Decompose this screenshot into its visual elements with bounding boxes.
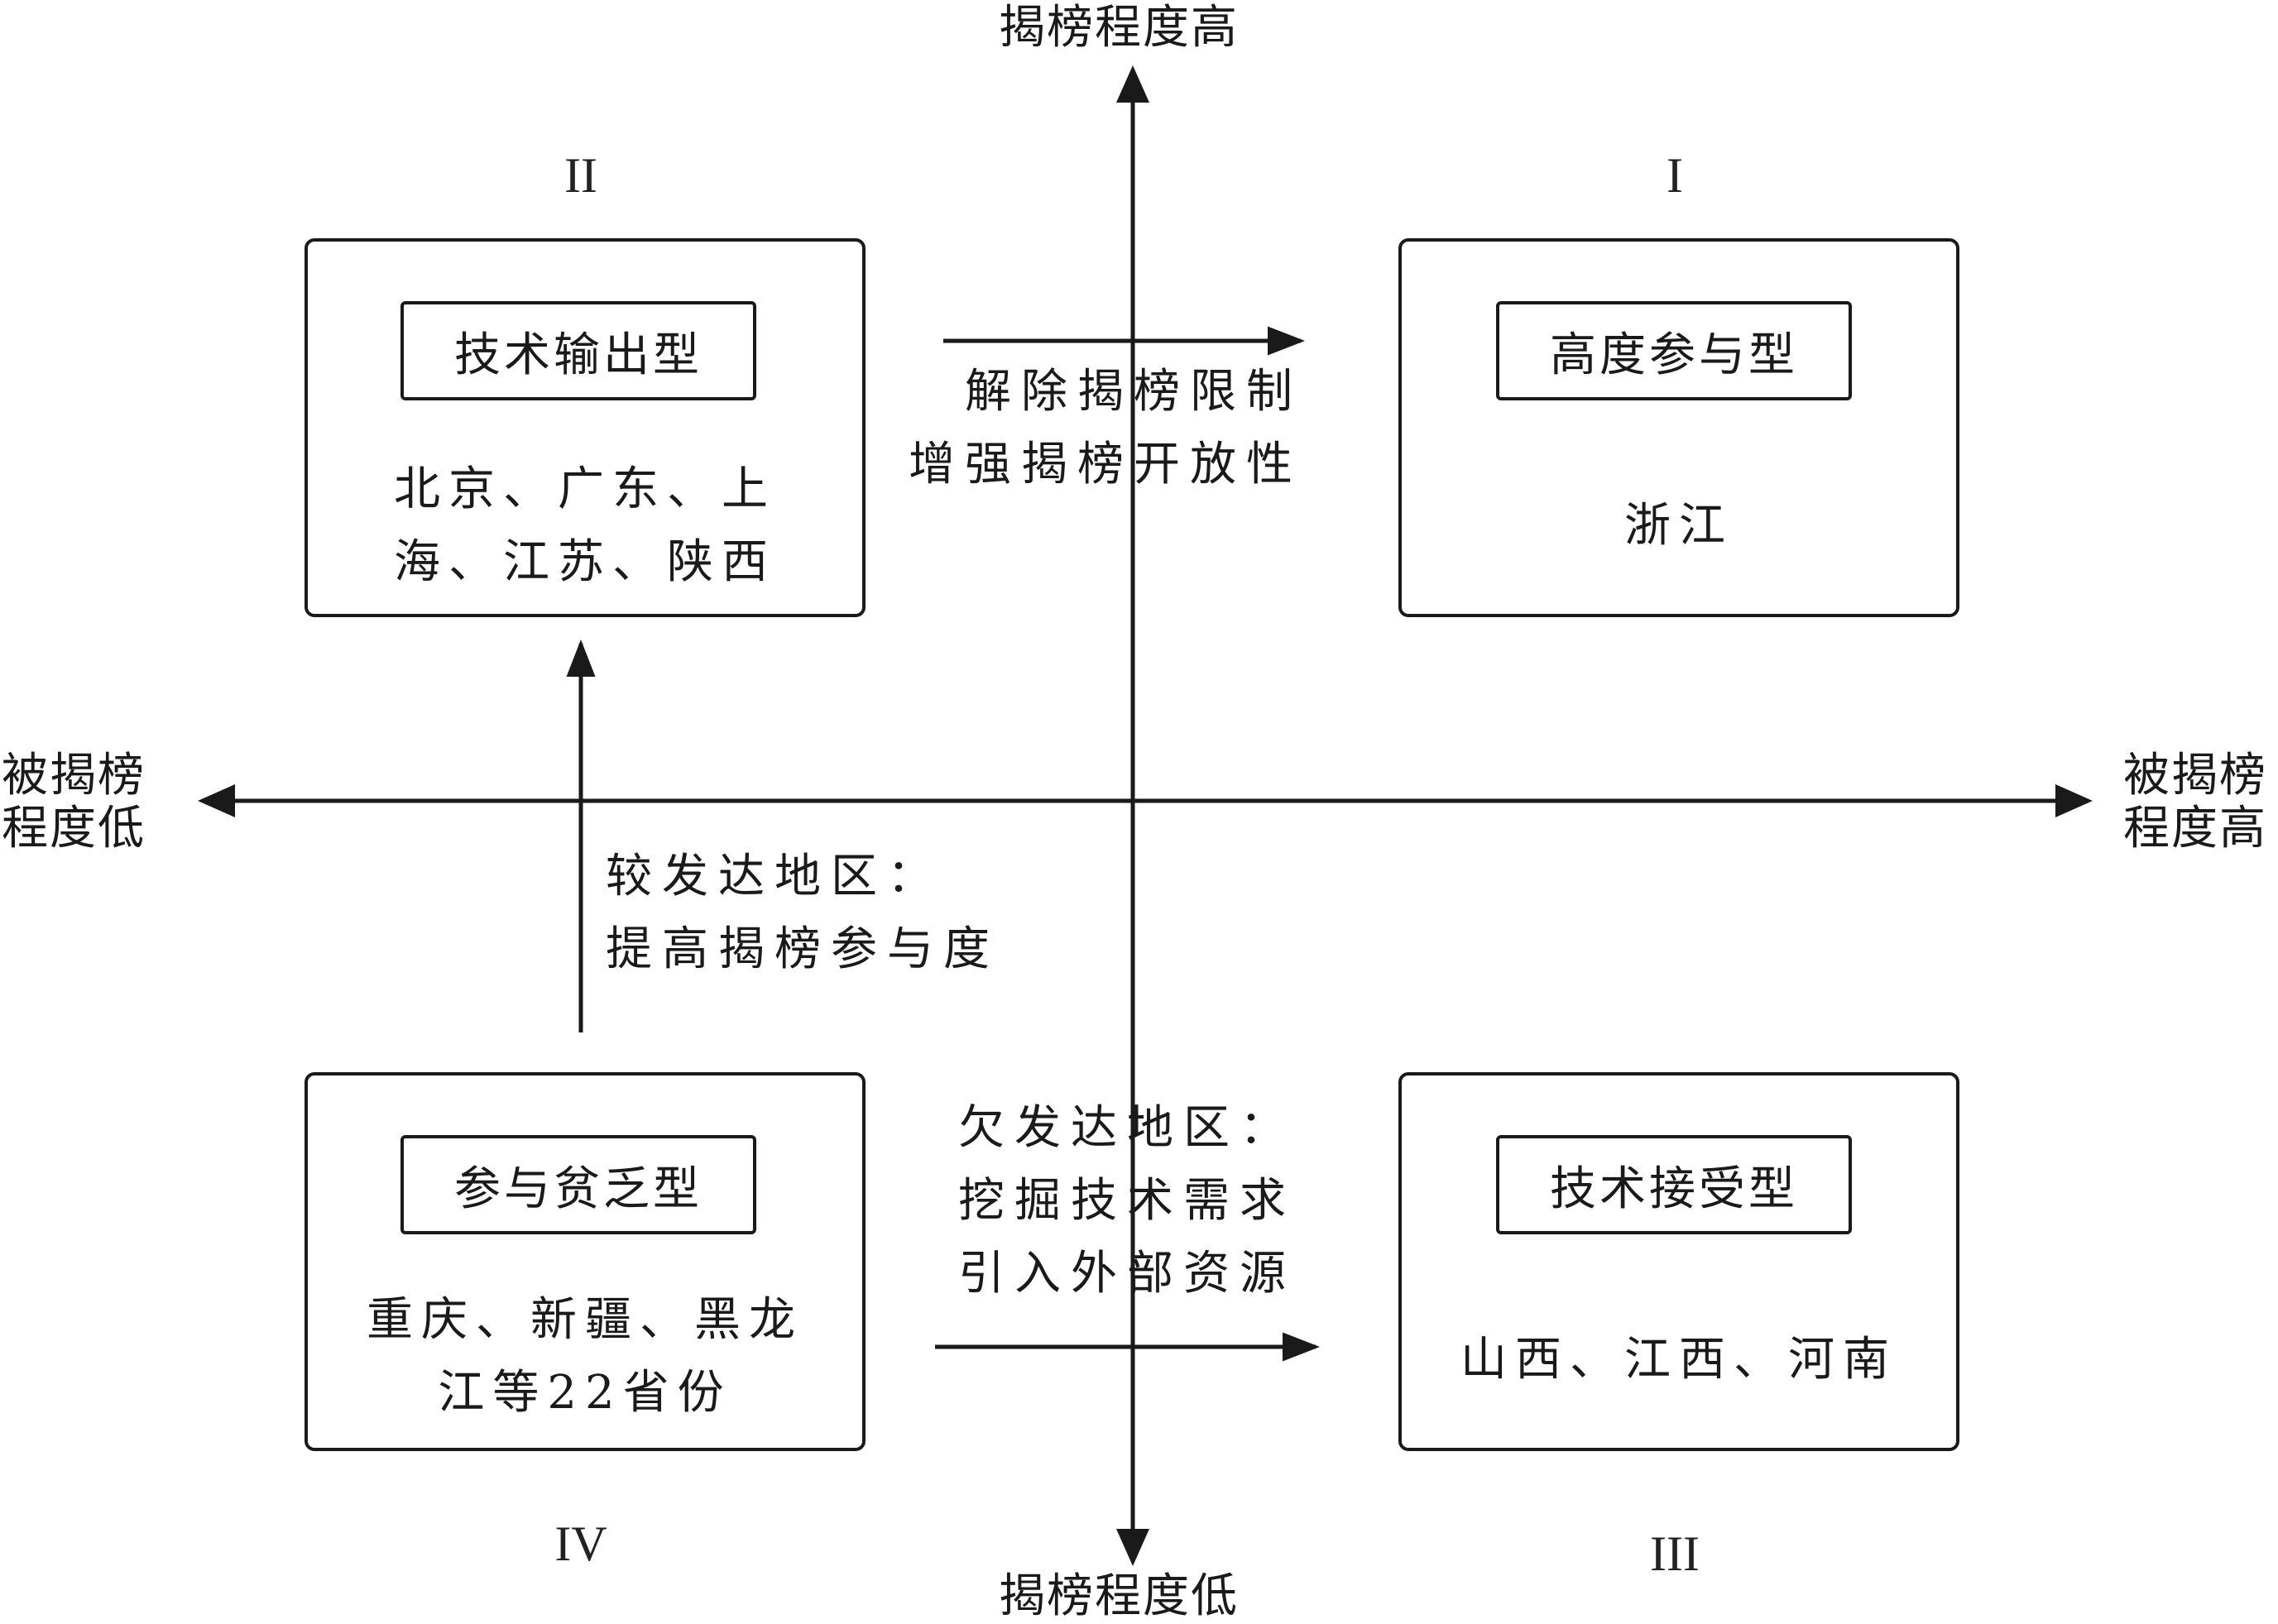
quadrant-box-i: 高度参与型 浙江 — [1398, 238, 1959, 617]
transition-note-top: 解除揭榜限制 增强揭榜开放性 — [909, 356, 1302, 501]
member-list-ii: 北京、广东、上 海、江苏、陕西 — [308, 453, 862, 599]
quadrant-numeral-iii: III — [1650, 1526, 1700, 1581]
quadrant-numeral-iv: IV — [554, 1516, 607, 1571]
member-line: 重庆、新疆、黑龙 — [367, 1293, 803, 1347]
axis-label-right-line1: 被揭榜 — [2123, 749, 2267, 802]
note-line: 欠发达地区： — [958, 1101, 1296, 1155]
axis-label-left-line1: 被揭榜 — [2, 749, 146, 802]
member-line: 浙江 — [1624, 499, 1734, 553]
type-label-tech-receiving: 技术接受型 — [1496, 1135, 1852, 1234]
axis-label-left: 被揭榜 程度低 — [2, 750, 146, 855]
note-line: 增强揭榜开放性 — [909, 438, 1302, 491]
member-list-i: 浙江 — [1402, 490, 1956, 563]
note-line: 解除揭榜限制 — [965, 365, 1302, 419]
type-label-tech-export: 技术输出型 — [400, 301, 756, 400]
axis-label-left-line2: 程度低 — [2, 802, 146, 855]
transition-note-left: 较发达地区： 提高揭榜参与度 — [606, 841, 1000, 986]
quadrant-numeral-ii: II — [564, 148, 597, 203]
note-line: 挖掘技术需求 — [958, 1174, 1296, 1228]
member-line: 山西、江西、河南 — [1460, 1333, 1897, 1387]
member-line: 北京、广东、上 — [394, 462, 776, 516]
note-line: 引入外部资源 — [958, 1247, 1296, 1301]
quadrant-box-iii: 技术接受型 山西、江西、河南 — [1398, 1072, 1959, 1451]
note-line: 提高揭榜参与度 — [606, 922, 1000, 976]
quadrant-box-ii: 技术输出型 北京、广东、上 海、江苏、陕西 — [305, 238, 866, 617]
axis-label-bottom: 揭榜程度低 — [999, 1569, 1239, 1623]
quadrant-box-iv: 参与贫乏型 重庆、新疆、黑龙 江等22省份 — [305, 1072, 866, 1451]
member-list-iv: 重庆、新疆、黑龙 江等22省份 — [308, 1284, 862, 1430]
member-list-iii: 山西、江西、河南 — [1402, 1324, 1956, 1396]
quadrant-numeral-i: I — [1667, 148, 1683, 203]
axis-label-top: 揭榜程度高 — [999, 1, 1239, 55]
axis-label-right: 被揭榜 程度高 — [2123, 750, 2267, 855]
member-line: 江等22省份 — [438, 1366, 732, 1420]
type-label-lacking-participation: 参与贫乏型 — [400, 1135, 756, 1234]
type-label-high-participation: 高度参与型 — [1496, 301, 1852, 400]
transition-note-bottom: 欠发达地区： 挖掘技术需求 引入外部资源 — [958, 1092, 1296, 1310]
member-line: 海、江苏、陕西 — [394, 535, 776, 589]
note-line: 较发达地区： — [606, 850, 943, 903]
axis-label-right-line2: 程度高 — [2123, 802, 2267, 855]
